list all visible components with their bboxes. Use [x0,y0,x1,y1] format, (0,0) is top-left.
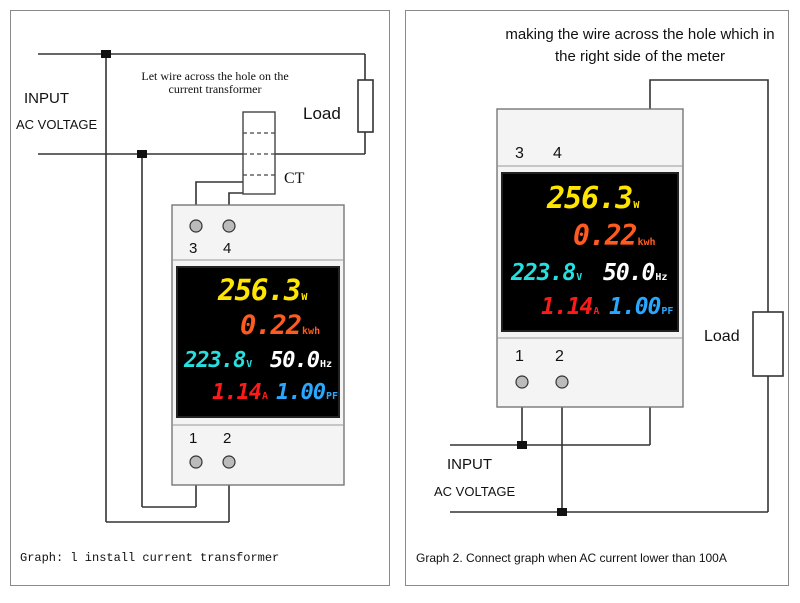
p1-terminal-2: 2 [223,430,232,447]
diagram-panel-2 [405,10,789,586]
p2-screws [515,375,569,389]
p2-junction-neutral [557,508,567,516]
p1-frequency-readout: 50.0Hz [270,348,333,373]
p1-lcd-display: 256.3W 0.22kwh 223.8V 50.0Hz 1.14A 1.00P… [176,266,340,418]
p1-terminal-4: 4 [223,240,232,257]
p2-energy-readout: 0.22kwh [573,219,656,252]
p1-ac-voltage-label: AC VOLTAGE [16,117,98,132]
p1-current-readout: 1.14A [212,380,269,405]
p1-terminal-1: 1 [189,430,198,447]
p1-voltage-readout: 223.8V [184,348,253,373]
p1-ct-label: CT [284,170,305,187]
p2-input-label: INPUT [447,456,492,473]
p2-terminal-3: 3 [515,145,524,162]
p2-power-readout: 256.3W [547,181,640,216]
p2-terminal-1: 1 [515,348,524,365]
p2-ac-voltage-label: AC VOLTAGE [434,484,516,499]
p1-input-label: INPUT [24,90,69,107]
p1-note: Let wire across the hole on the current … [141,69,289,96]
p2-lcd-display: 256.3W 0.22kwh 223.8V 50.0Hz 1.14A 1.00P… [501,172,679,332]
p1-junction-bottom [137,150,147,158]
p2-terminal-4: 4 [553,145,562,162]
p1-terminal-3: 3 [189,240,198,257]
p1-screws [189,219,236,469]
p1-current-transformer [242,111,276,195]
p1-pf-readout: 1.00PF [276,380,339,405]
p2-junction-live [517,441,527,449]
p1-load-label: Load [303,104,341,123]
p2-load-resistor [752,311,784,377]
p2-frequency-readout: 50.0Hz [603,260,668,286]
p1-power-readout: 256.3W [218,273,308,307]
p1-caption: Graph: l install current transformer [20,551,280,565]
p2-title: making the wire across the hole which in… [505,26,775,65]
p1-energy-readout: 0.22kwh [240,310,321,341]
p2-load-label: Load [704,328,740,345]
p2-terminal-2: 2 [555,348,564,365]
p2-caption: Graph 2. Connect graph when AC current l… [416,551,727,565]
p2-pf-readout: 1.00PF [609,294,674,320]
p2-current-readout: 1.14A [541,294,600,320]
p2-voltage-readout: 223.8V [511,260,583,286]
p1-junction-top [101,50,111,58]
p1-load-resistor [357,79,374,133]
